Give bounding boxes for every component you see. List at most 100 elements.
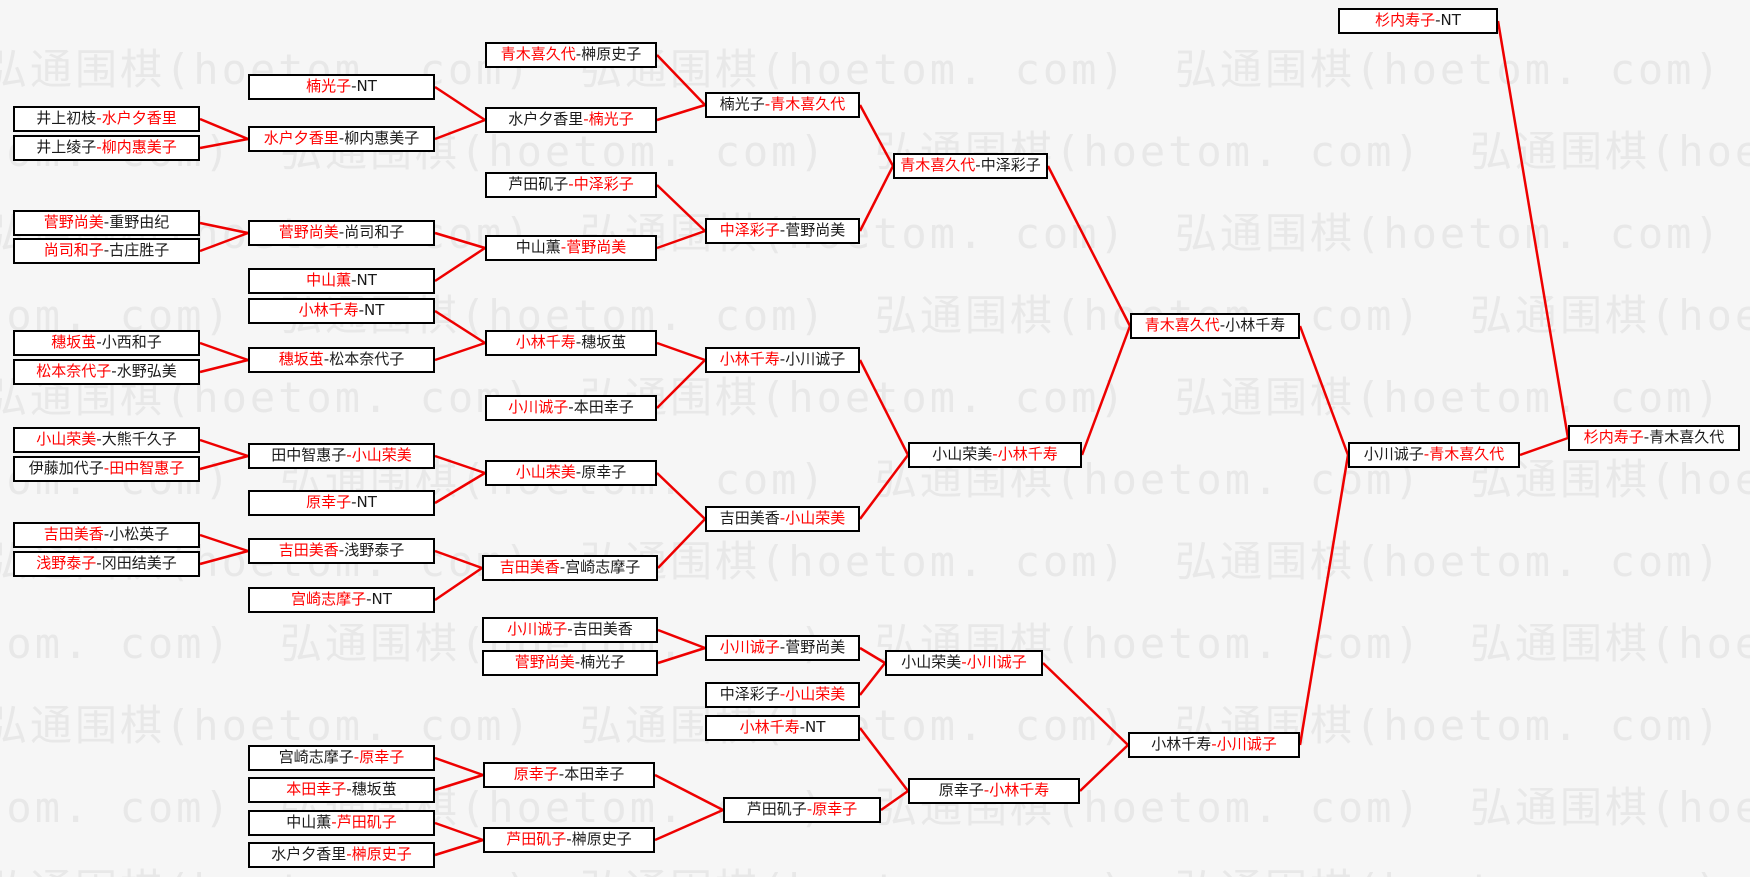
vs-separator: - <box>96 430 102 448</box>
player1-name: 青木喜久代 <box>900 156 976 174</box>
vs-separator: - <box>111 362 117 380</box>
match-box: 井上初枝-水户夕香里 <box>13 106 200 132</box>
player2-name: 小西和子 <box>101 333 162 351</box>
bracket-connector <box>199 221 249 235</box>
watermark-text: 弘通围棋(hoetom. com) <box>1470 783 1750 832</box>
player1-name: 杉内寿子 <box>1583 428 1644 446</box>
vs-separator: - <box>779 685 786 703</box>
watermark-text: 弘通围棋(hoetom. com) <box>0 783 233 832</box>
player2-name: 浅野泰子 <box>344 541 405 559</box>
match-box: 中山薫-菅野尚美 <box>485 235 657 261</box>
bracket-connector <box>880 789 909 812</box>
player1-name: 芦田矶子 <box>746 800 807 818</box>
bracket-connector <box>656 359 706 409</box>
watermark-text: 弘通围棋(hoetom. com) <box>1470 619 1750 668</box>
match-box: 小川诚子-本田幸子 <box>485 395 657 421</box>
bracket-connector <box>1046 165 1132 327</box>
player2-name: 小川诚子 <box>1216 735 1277 753</box>
player1-name: 小林千寿 <box>1151 735 1212 753</box>
match-box: 穗坂茧-松本奈代子 <box>248 347 435 373</box>
player1-name: 中泽彩子 <box>719 685 780 703</box>
bracket-connector <box>434 838 484 857</box>
match-box: 中山薫-芦田矶子 <box>248 810 435 836</box>
player1-name: 小川诚子 <box>507 620 568 638</box>
bracket-connector <box>1079 744 1129 792</box>
player2-name: 小林千寿 <box>989 781 1050 799</box>
player2-name: 小川诚子 <box>785 350 846 368</box>
vs-separator: - <box>560 238 567 256</box>
bracket-connector <box>858 165 895 232</box>
player2-name: NT <box>356 493 377 511</box>
bracket-connector <box>1080 325 1132 456</box>
watermark-text: 弘通围棋(hoetom. com) <box>1175 373 1723 422</box>
player2-name: 小山荣美 <box>351 446 412 464</box>
vs-separator: - <box>103 459 110 477</box>
match-box: 水户夕香里-榊原史子 <box>248 842 435 868</box>
match-box: 吉田美香-宫崎志摩子 <box>482 555 658 581</box>
vs-separator: - <box>351 493 357 511</box>
vs-separator: - <box>779 350 786 368</box>
vs-separator: - <box>574 653 581 671</box>
player1-name: 伊藤加代子 <box>28 459 104 477</box>
player2-name: 中泽彩子 <box>573 175 634 193</box>
vs-separator: - <box>583 110 589 128</box>
player2-name: 冈田结美子 <box>101 554 177 572</box>
vs-separator: - <box>779 638 786 656</box>
match-box: 宫崎志摩子-原幸子 <box>248 745 435 771</box>
bracket-connector <box>859 646 886 665</box>
player1-name: 吉田美香 <box>43 525 104 543</box>
player1-name: 小林千寿 <box>515 333 576 351</box>
watermark-text: 弘通围棋(hoetom. com) <box>580 856 1128 877</box>
bracket-connector <box>657 646 706 665</box>
match-box: 水户夕香里-柳内惠美子 <box>248 126 435 152</box>
player2-name: 古庄胜子 <box>109 241 170 259</box>
player2-name: 田中智惠子 <box>109 459 185 477</box>
player1-name: 本田幸子 <box>286 780 347 798</box>
match-box: 小山荣美-小川诚子 <box>885 650 1043 676</box>
match-box: 青木喜久代-榊原史子 <box>485 42 657 68</box>
bracket-connector <box>654 773 724 812</box>
player2-name: 尚司和子 <box>344 223 405 241</box>
vs-separator: - <box>353 748 360 766</box>
bracket-connector <box>1519 436 1569 457</box>
bracket-connector <box>656 472 706 520</box>
match-box: 原幸子-小林千寿 <box>908 778 1080 804</box>
match-box: 青木喜久代-小林千寿 <box>1130 313 1300 339</box>
bracket-connector <box>434 756 484 777</box>
player2-name: 重野由纪 <box>109 213 170 231</box>
bracket-connector <box>1042 662 1129 746</box>
player2-name: 大熊千久子 <box>101 430 177 448</box>
vs-separator: - <box>559 558 566 576</box>
match-box: 小林千寿-小川诚子 <box>705 347 860 373</box>
bracket-connector <box>434 549 483 570</box>
vs-separator: - <box>558 765 565 783</box>
match-box: 小川诚子-青木喜久代 <box>1348 442 1520 468</box>
player2-name: 原幸子 <box>581 463 627 481</box>
bracket-connector <box>657 518 706 569</box>
bracket-connector <box>434 773 484 792</box>
bracket-connector <box>199 438 249 458</box>
match-box: 小林千寿-NT <box>248 298 435 324</box>
player2-name: NT <box>364 301 385 319</box>
bracket-connector <box>199 533 249 553</box>
player1-name: 芦田矶子 <box>506 830 567 848</box>
match-box: 井上绫子-柳内惠美子 <box>13 135 200 161</box>
player2-name: 穗坂茧 <box>351 780 397 798</box>
player1-name: 菅野尚美 <box>43 213 104 231</box>
watermark-text: 弘通围棋(hoetom. com) <box>1175 537 1723 586</box>
match-box: 穗坂茧-小西和子 <box>13 330 200 356</box>
match-box: 中山薫-NT <box>248 268 435 294</box>
vs-separator: - <box>1219 316 1226 334</box>
player1-name: 杉内寿子 <box>1375 11 1436 29</box>
vs-separator: - <box>568 398 574 416</box>
player2-name: 穗坂茧 <box>581 333 627 351</box>
match-box: 小山荣美-小林千寿 <box>908 442 1082 468</box>
player1-name: 小林千寿 <box>719 350 780 368</box>
player1-name: 楠光子 <box>306 77 352 95</box>
player2-name: 柳内惠美子 <box>101 138 177 156</box>
player1-name: 穗坂茧 <box>51 333 97 351</box>
player1-name: 吉田美香 <box>278 541 339 559</box>
vs-separator: - <box>566 830 572 848</box>
watermark-text: 弘通围棋(hoetom. com) <box>0 856 533 877</box>
player2-name: 中泽彩子 <box>980 156 1041 174</box>
